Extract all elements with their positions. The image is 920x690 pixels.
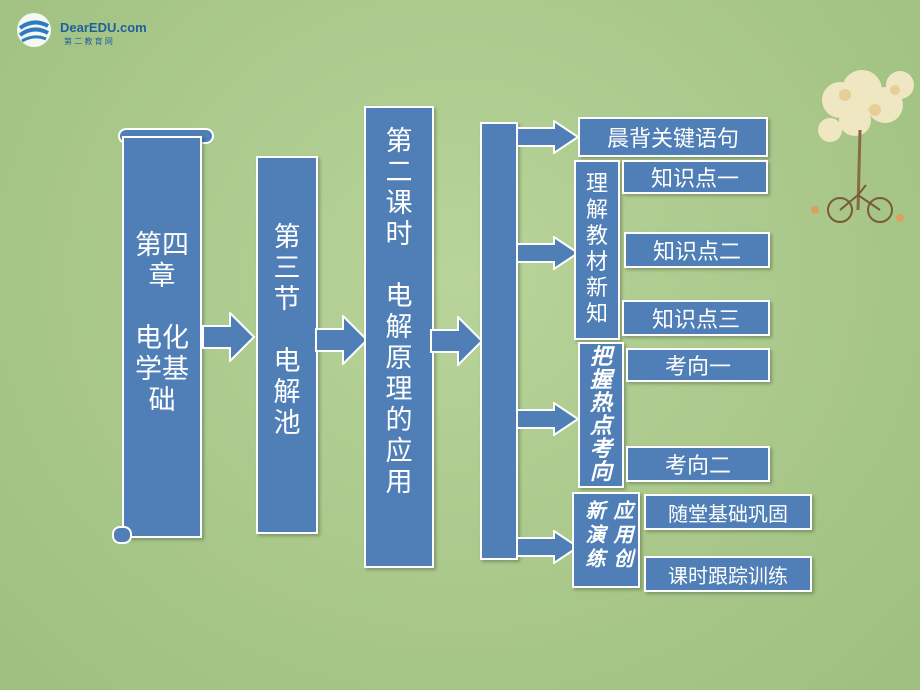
hot-topics-box[interactable]: 把握热点考向 [578, 342, 624, 488]
lesson-training-box[interactable]: 课时跟踪训练 [644, 556, 812, 592]
morning-key-sentences-label: 晨背关键语句 [606, 127, 739, 152]
lesson-box: 第二课时 电解原理的应用 [364, 106, 434, 568]
knowledge-point-2-label: 知识点二 [652, 240, 741, 265]
lesson-title: 第二课时 电解原理的应用 [385, 126, 413, 498]
logo-subtext: 第 二 教 育 网 [64, 37, 113, 46]
knowledge-point-1-label: 知识点一 [650, 167, 739, 192]
dearedu-logo: DearEDU.com 第 二 教 育 网 [12, 10, 152, 54]
in-class-consolidation-box[interactable]: 随堂基础巩固 [644, 494, 812, 530]
logo-swoosh-icon [17, 13, 51, 47]
exam-direction-1-label: 考向一 [664, 355, 731, 380]
hot-topics-label: 把握热点考向 [589, 344, 612, 485]
application-innovation-label: 应用创新演练 [582, 500, 634, 572]
application-innovation-box[interactable]: 应用创新演练 [572, 492, 640, 588]
exam-direction-1-box[interactable]: 考向一 [626, 348, 770, 382]
chapter-box: 第四章 电化学基础 [122, 136, 202, 538]
arrow-right-icon [315, 315, 369, 365]
knowledge-point-1-box[interactable]: 知识点一 [622, 160, 768, 194]
arrow-right-icon [516, 120, 580, 154]
morning-key-sentences-box[interactable]: 晨背关键语句 [578, 117, 768, 157]
logo-text: DearEDU.com [60, 20, 147, 35]
knowledge-point-3-box[interactable]: 知识点三 [622, 300, 770, 336]
lesson-training-label: 课时跟踪训练 [668, 563, 788, 588]
arrow-right-icon [516, 402, 580, 436]
exam-direction-2-box[interactable]: 考向二 [626, 446, 770, 482]
arrow-right-icon [516, 236, 580, 270]
knowledge-point-3-label: 知识点三 [651, 308, 740, 333]
arrow-right-icon [516, 530, 580, 564]
scroll-bottom-cap [112, 526, 132, 544]
understand-textbook-box[interactable]: 理解教材新知 [574, 160, 620, 340]
knowledge-point-2-box[interactable]: 知识点二 [624, 232, 770, 268]
section-title: 第三节 电解池 [273, 222, 301, 439]
section-box: 第三节 电解池 [256, 156, 318, 534]
tree-bicycle-decoration-icon [811, 70, 914, 223]
arrow-right-icon [430, 316, 484, 366]
understand-textbook-label: 理解教材新知 [585, 172, 608, 327]
bracket-bar [480, 122, 518, 560]
arrow-right-icon [202, 312, 256, 362]
exam-direction-2-label: 考向二 [664, 454, 731, 479]
in-class-consolidation-label: 随堂基础巩固 [668, 501, 788, 526]
chapter-title: 第四章 电化学基础 [135, 230, 189, 416]
